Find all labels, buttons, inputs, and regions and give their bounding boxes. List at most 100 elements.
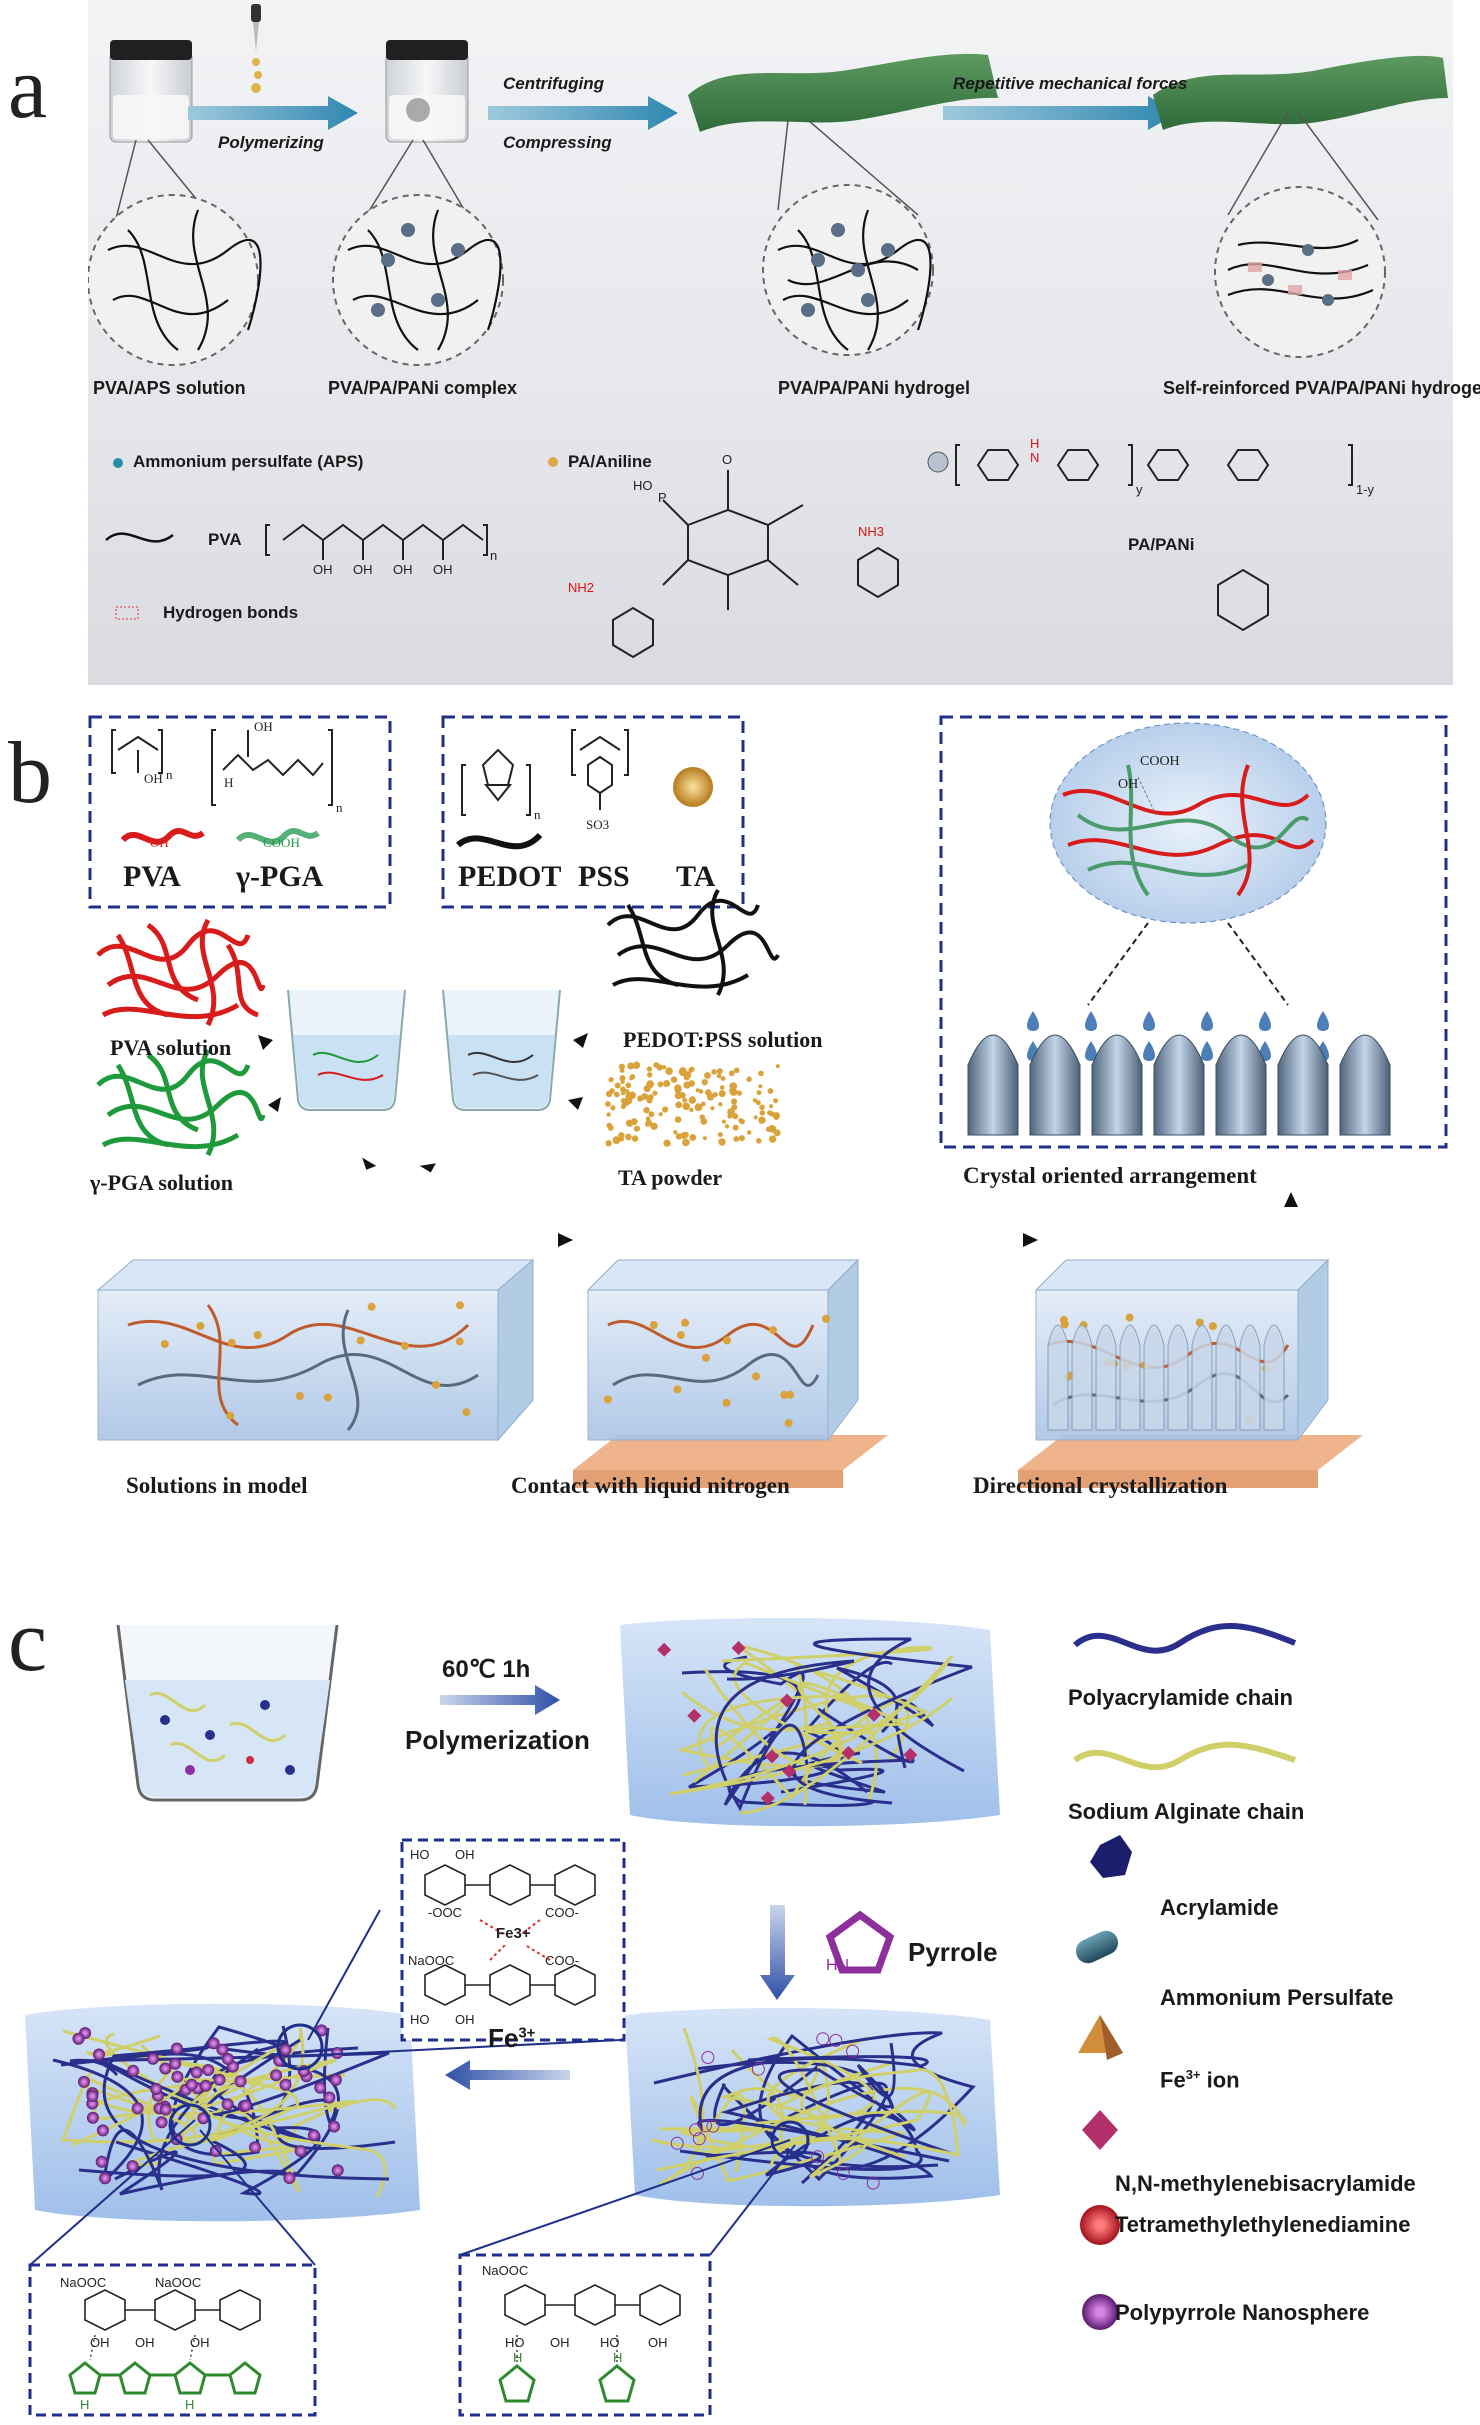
h-bl-2: H bbox=[185, 2397, 195, 2412]
ppy-particle bbox=[209, 2145, 222, 2157]
pva-oh-3: OH bbox=[393, 562, 413, 577]
ppy-particle bbox=[249, 2141, 261, 2154]
ta-particle bbox=[608, 1077, 614, 1083]
ppy-particle bbox=[199, 2079, 212, 2092]
hbonds-icon bbox=[115, 606, 139, 620]
ice-crystal bbox=[1277, 1034, 1329, 1136]
ta-particle bbox=[650, 1122, 658, 1130]
ta-particle bbox=[718, 1102, 723, 1107]
ta-particle bbox=[722, 1398, 731, 1407]
fe3-center: Fe3+ bbox=[496, 1925, 531, 1942]
ppy-particle bbox=[221, 2052, 234, 2065]
ta-particle bbox=[752, 1098, 758, 1103]
ta-particle bbox=[711, 1069, 717, 1075]
ppy-particle bbox=[216, 2043, 229, 2056]
struct-ta-label: TA bbox=[676, 860, 716, 893]
ppy-particle bbox=[99, 2172, 112, 2185]
ta-particle bbox=[628, 1091, 636, 1099]
pyrrole-hn: HN bbox=[826, 1957, 850, 1974]
pva-structure bbox=[265, 523, 488, 560]
ta-particle bbox=[775, 1064, 780, 1069]
ice-drop bbox=[1201, 1041, 1213, 1061]
ta-particle bbox=[675, 1133, 683, 1140]
ta-particle bbox=[723, 1336, 732, 1345]
crystal-box bbox=[939, 715, 1448, 1149]
ta-particle bbox=[731, 1104, 738, 1111]
ppy-particle bbox=[283, 2172, 296, 2184]
ta-particle bbox=[702, 1136, 707, 1141]
ta-powder-dots bbox=[605, 1061, 781, 1147]
panel-a-letter: a bbox=[8, 40, 48, 137]
ppy-particle bbox=[323, 2091, 336, 2104]
ta-particle bbox=[613, 1091, 620, 1098]
ppy-particle bbox=[331, 2047, 344, 2059]
ppy-particle bbox=[331, 2164, 344, 2177]
crosslinker-mark bbox=[841, 1745, 856, 1760]
oh-top-1: OH bbox=[455, 1847, 475, 1862]
ppy-alginate-box-right bbox=[458, 2253, 712, 2417]
ta-particle bbox=[620, 1098, 627, 1104]
pva-red-icon bbox=[120, 828, 205, 845]
ice-crystal bbox=[1215, 1034, 1267, 1136]
ta-particle bbox=[606, 1112, 611, 1117]
arrow-pyrrole bbox=[760, 1905, 795, 2000]
panel-a-graphics bbox=[87, 4, 1448, 659]
ta-particle bbox=[733, 1067, 740, 1074]
naooc-bl-1: NaOOC bbox=[60, 2275, 107, 2290]
ppy-particle bbox=[213, 2073, 226, 2086]
pani-n-atom: N bbox=[1030, 450, 1040, 465]
coo-minus-1: -OOC bbox=[428, 1905, 462, 1920]
ta-particle bbox=[724, 1124, 730, 1129]
ta-particle bbox=[695, 1088, 700, 1093]
ta-particle bbox=[716, 1068, 723, 1075]
ta-particle bbox=[682, 1097, 688, 1103]
ta-particle bbox=[780, 1391, 789, 1399]
fe-ion-icon-shade bbox=[1100, 2015, 1123, 2060]
naooc-br-1: NaOOC bbox=[482, 2263, 529, 2278]
structure-box-1 bbox=[88, 715, 392, 909]
ta-particle bbox=[653, 1062, 660, 1068]
ta-particle bbox=[721, 1119, 726, 1124]
ta-particle bbox=[674, 1092, 683, 1100]
step-solutions-in-model: Solutions in model bbox=[126, 1473, 308, 1498]
ta-particle bbox=[620, 1079, 625, 1085]
ppy-particle bbox=[190, 2066, 203, 2079]
ta-particle bbox=[658, 1112, 663, 1117]
pyrrole-ring-mark bbox=[692, 2132, 706, 2146]
ta-particle bbox=[673, 1385, 682, 1394]
ta-particle bbox=[731, 1098, 738, 1105]
ta-particle bbox=[618, 1132, 625, 1139]
ta-particle bbox=[670, 1076, 678, 1083]
ta-particle bbox=[733, 1136, 740, 1142]
step-label-1: PVA/APS solution bbox=[93, 378, 246, 398]
ta-particle bbox=[682, 1138, 690, 1147]
ice-crystal bbox=[1339, 1034, 1391, 1136]
pga-solution-tangle bbox=[96, 1048, 266, 1157]
legend-temed: Tetramethylethylenediamine bbox=[1115, 2212, 1411, 2237]
ice-crystal bbox=[1091, 1034, 1143, 1136]
pa-o-1: O bbox=[722, 452, 733, 467]
pga-h-atom: H bbox=[224, 775, 234, 790]
pga-solution-label: γ-PGA solution bbox=[90, 1170, 233, 1195]
legend-fe-text: Fe bbox=[1160, 2067, 1186, 2093]
ppy-particle bbox=[155, 2116, 168, 2129]
ta-particle bbox=[738, 1118, 743, 1123]
step-liquid-nitrogen: Contact with liquid nitrogen bbox=[511, 1473, 790, 1498]
ta-particle bbox=[768, 1125, 777, 1133]
pga-cooh-green: COOH bbox=[263, 835, 300, 850]
ppy-particle bbox=[234, 2075, 247, 2088]
ta-particle bbox=[774, 1115, 779, 1120]
ta-particle bbox=[678, 1067, 687, 1075]
ta-particle bbox=[196, 1322, 205, 1330]
ta-particle bbox=[736, 1090, 743, 1096]
ice-drop bbox=[1027, 1011, 1039, 1031]
ta-particle bbox=[712, 1092, 718, 1098]
struct-pva-label: PVA bbox=[123, 860, 181, 893]
gel-ice-crystals bbox=[1047, 1324, 1285, 1431]
ta-particle bbox=[786, 1390, 795, 1399]
ta-particle bbox=[1125, 1313, 1134, 1322]
structure-box-2 bbox=[441, 715, 745, 909]
pani-y: y bbox=[1136, 482, 1143, 497]
legend-acrylamide: Acrylamide bbox=[1160, 1895, 1279, 1920]
ta-particle bbox=[323, 1393, 332, 1402]
